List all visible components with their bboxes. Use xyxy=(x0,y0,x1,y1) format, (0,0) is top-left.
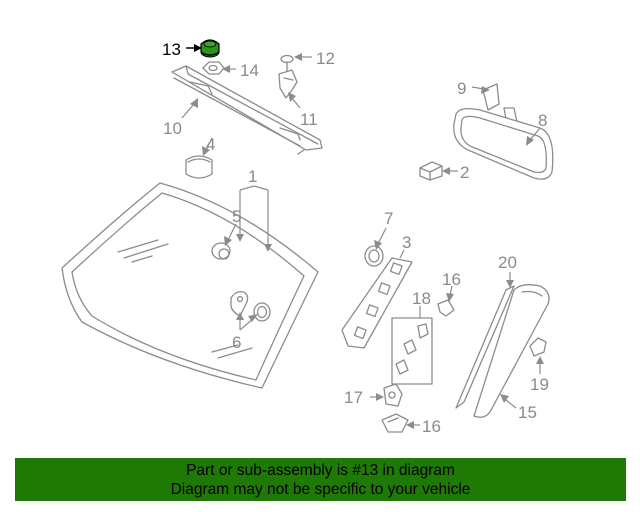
callout-4: 4 xyxy=(206,135,215,154)
callout-20: 20 xyxy=(498,253,517,272)
callout-13: 13 xyxy=(162,40,181,59)
callout-8: 8 xyxy=(538,111,547,130)
part-17-clip xyxy=(383,383,403,407)
part-18-clip-kit xyxy=(391,317,433,385)
part-5-mount xyxy=(211,242,231,260)
banner-line-2: Diagram may not be specific to your vehi… xyxy=(170,481,471,498)
part-2-clip xyxy=(419,161,443,181)
callout-11: 11 xyxy=(300,110,318,129)
banner-line-1: Part or sub-assembly is #13 in diagram xyxy=(186,462,455,479)
part-14-nut xyxy=(202,61,225,75)
part-16-clip-lower xyxy=(381,413,409,433)
callout-5: 5 xyxy=(232,207,241,226)
callout-10: 10 xyxy=(163,119,182,138)
part-6-brackets xyxy=(230,290,271,322)
callout-12: 12 xyxy=(316,49,335,68)
info-banner: Part or sub-assembly is #13 in diagram D… xyxy=(15,458,626,501)
callout-14: 14 xyxy=(240,61,259,80)
callout-9: 9 xyxy=(457,79,466,98)
callout-19: 19 xyxy=(530,375,549,394)
callout-7: 7 xyxy=(384,209,393,228)
callout-6: 6 xyxy=(232,333,241,352)
part-19-clip xyxy=(529,337,547,357)
leader-lines xyxy=(181,44,544,429)
part-1-windshield xyxy=(61,182,319,389)
callout-16-lower: 16 xyxy=(422,417,441,436)
callout-labels: 13 14 12 11 10 4 1 5 6 9 8 2 7 3 16 18 1… xyxy=(162,40,549,436)
part-16-clip-upper xyxy=(437,299,455,317)
part-7-grommet xyxy=(364,245,384,267)
part-11-bracket xyxy=(278,69,298,99)
part-12-screw xyxy=(280,54,294,73)
part-10-header-panel xyxy=(171,65,323,155)
callout-1: 1 xyxy=(248,167,257,186)
part-8-mirror xyxy=(453,107,554,180)
part-3-strip xyxy=(341,257,413,349)
callout-3: 3 xyxy=(402,233,411,252)
callout-18: 18 xyxy=(412,289,431,308)
callout-15: 15 xyxy=(518,403,537,422)
callout-2: 2 xyxy=(460,163,469,182)
part-4-cover xyxy=(185,155,213,179)
part-20-weatherstrip xyxy=(455,285,515,409)
callout-16-upper: 16 xyxy=(442,270,461,289)
callout-17: 17 xyxy=(344,388,363,407)
part-15-pillar-trim xyxy=(473,284,550,418)
part-13-clip xyxy=(200,39,220,58)
